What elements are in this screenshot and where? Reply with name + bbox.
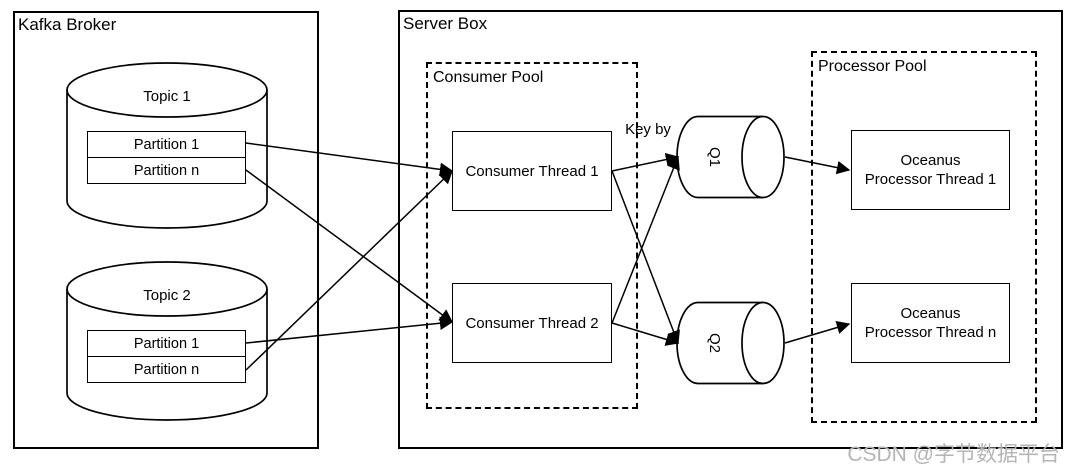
topic1-label: Topic 1	[143, 88, 191, 105]
arrow-q2-to-processorn	[784, 320, 851, 344]
arrow-topic2-pn-to-consumer1	[245, 170, 453, 371]
arrow-consumer2-to-q1	[611, 155, 680, 324]
topic2-partition1-label: Partition 1	[88, 331, 245, 357]
kafka-broker-title: Kafka Broker	[18, 15, 117, 34]
consumer-pool-title: Consumer Pool	[433, 69, 544, 86]
oceanus-processor-thread1-line2: Processor Thread 1	[864, 171, 997, 188]
consumer-pool-box: Consumer Pool	[426, 62, 638, 409]
kafka-broker-box	[13, 11, 319, 449]
oceanus-processor-threadn-line2: Processor Thread n	[864, 324, 997, 341]
queue-q2-label: Q2	[706, 332, 723, 353]
oceanus-processor-threadn-line1: Oceanus	[900, 305, 961, 322]
server-box-title: Server Box	[403, 14, 488, 33]
server-box	[398, 10, 1063, 449]
processor-pool-box: Processor Pool	[811, 51, 1037, 423]
arrow-topic1-p1-to-consumer1	[245, 142, 454, 177]
oceanus-processor-threadn-box: Oceanus Processor Thread n	[851, 283, 1010, 363]
queue-q2-cylinder	[676, 301, 785, 385]
arrow-topic1-pn-to-consumer2	[245, 169, 454, 323]
consumer-thread2-box: Consumer Thread 2	[452, 283, 612, 363]
topic2-partition-table: Partition 1 Partition n	[87, 330, 246, 383]
csdn-watermark: CSDN @字节数据平台	[847, 443, 1060, 466]
arrow-q1-to-processor1	[784, 156, 851, 175]
arrow-topic2-p1-to-consumer2	[245, 316, 454, 344]
arrow-consumer2-to-q2	[611, 322, 680, 346]
consumer-thread1-box: Consumer Thread 1	[452, 131, 612, 211]
oceanus-processor-thread1-line1: Oceanus	[900, 152, 961, 169]
arrow-consumer1-to-q2	[611, 170, 680, 345]
topic2-label: Topic 2	[143, 287, 191, 304]
queue-q1-label: Q1	[706, 146, 723, 167]
connector-arrows	[245, 142, 851, 371]
processor-pool-title: Processor Pool	[818, 58, 927, 75]
oceanus-processor-thread1-box: Oceanus Processor Thread 1	[851, 130, 1010, 210]
topic2-partitionn-label: Partition n	[133, 361, 200, 378]
topic1-partition1-label: Partition 1	[88, 132, 245, 158]
key-by-label: Key by	[625, 121, 671, 138]
topic1-partition-table: Partition 1 Partition n	[87, 131, 246, 184]
topic1-partitionn-label: Partition n	[133, 162, 200, 179]
arrow-consumer1-to-q1	[611, 152, 680, 172]
